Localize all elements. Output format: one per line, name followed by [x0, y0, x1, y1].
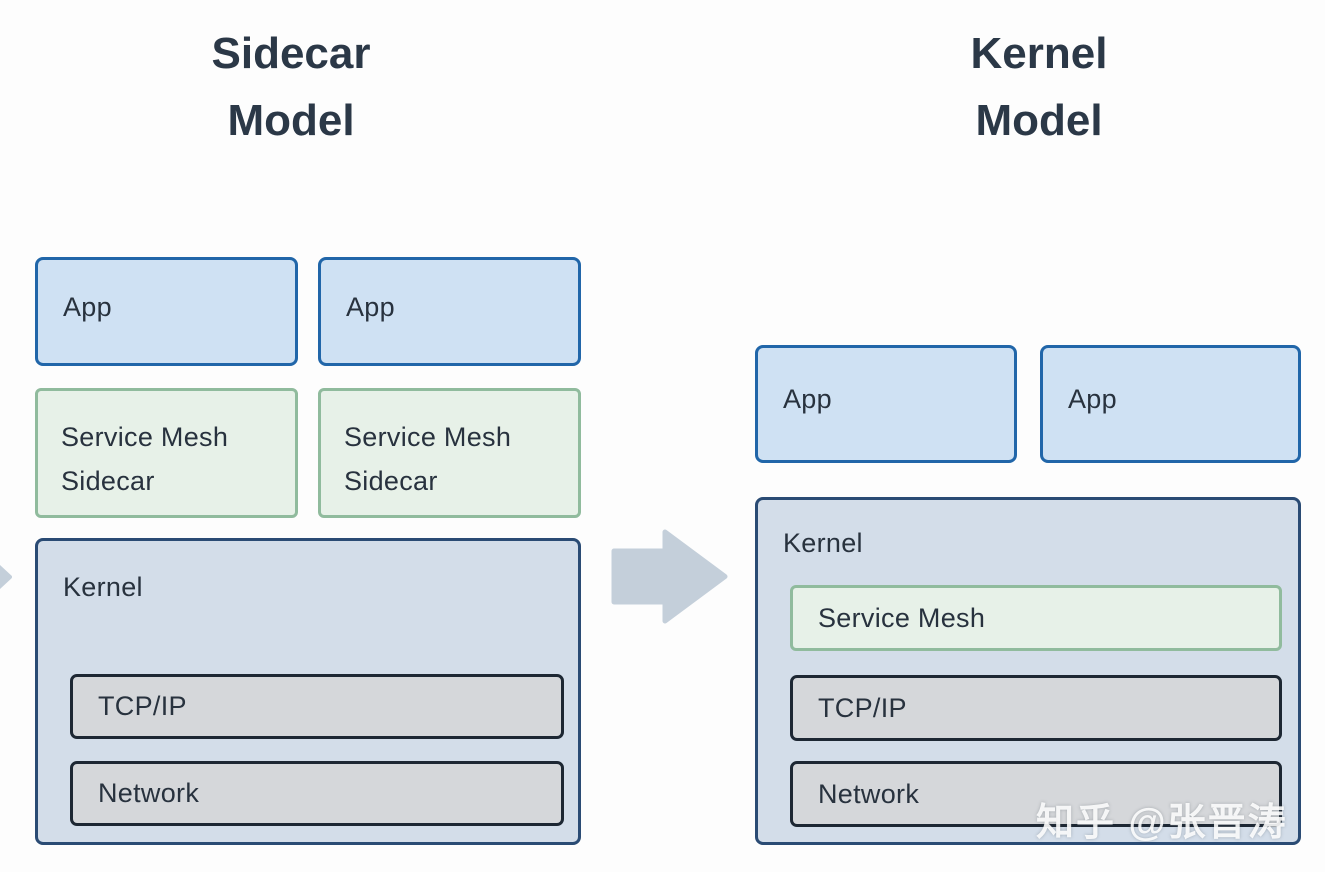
app-label: App [346, 292, 395, 322]
left-tcpip-box: TCP/IP [70, 674, 564, 739]
network-label: Network [98, 778, 200, 808]
tcpip-label: TCP/IP [98, 691, 187, 721]
tcpip-label: TCP/IP [818, 692, 907, 723]
right-network-box: Network [790, 761, 1282, 827]
service-mesh-sidecar-label: Service Mesh Sidecar [344, 422, 512, 496]
left-app-box-1: App [35, 257, 298, 366]
sidecar-model-title-line1: Sidecar [211, 29, 371, 78]
right-kernel-box: Kernel Service Mesh TCP/IP Network [755, 497, 1301, 845]
app-label: App [63, 292, 112, 322]
right-app-box-2: App [1040, 345, 1301, 463]
service-mesh-label: Service Mesh [818, 602, 986, 633]
left-network-box: Network [70, 761, 564, 826]
sidecar-model-title: Sidecar Model [121, 20, 461, 154]
left-kernel-box: Kernel TCP/IP Network [35, 538, 581, 845]
app-label: App [783, 384, 832, 414]
watermark: 知乎 @张晋涛 [1036, 802, 1288, 844]
left-service-mesh-sidecar-box-1: Service Mesh Sidecar [35, 388, 298, 518]
kernel-model-title-line2: Model [975, 96, 1103, 145]
kernel-label: Kernel [63, 572, 143, 602]
left-service-mesh-sidecar-box-2: Service Mesh Sidecar [318, 388, 581, 518]
sidecar-model-title-line2: Model [227, 96, 355, 145]
kernel-model-title: Kernel Model [869, 20, 1209, 154]
partial-arrow-icon [0, 565, 12, 589]
right-arrow-icon [611, 529, 728, 624]
service-mesh-sidecar-label: Service Mesh Sidecar [61, 422, 229, 496]
right-tcpip-box: TCP/IP [790, 675, 1282, 741]
left-app-box-2: App [318, 257, 581, 366]
app-label: App [1068, 384, 1117, 414]
kernel-label: Kernel [783, 528, 863, 558]
network-label: Network [818, 778, 920, 809]
right-app-box-1: App [755, 345, 1017, 463]
right-service-mesh-box: Service Mesh [790, 585, 1282, 651]
kernel-model-title-line1: Kernel [970, 29, 1108, 78]
